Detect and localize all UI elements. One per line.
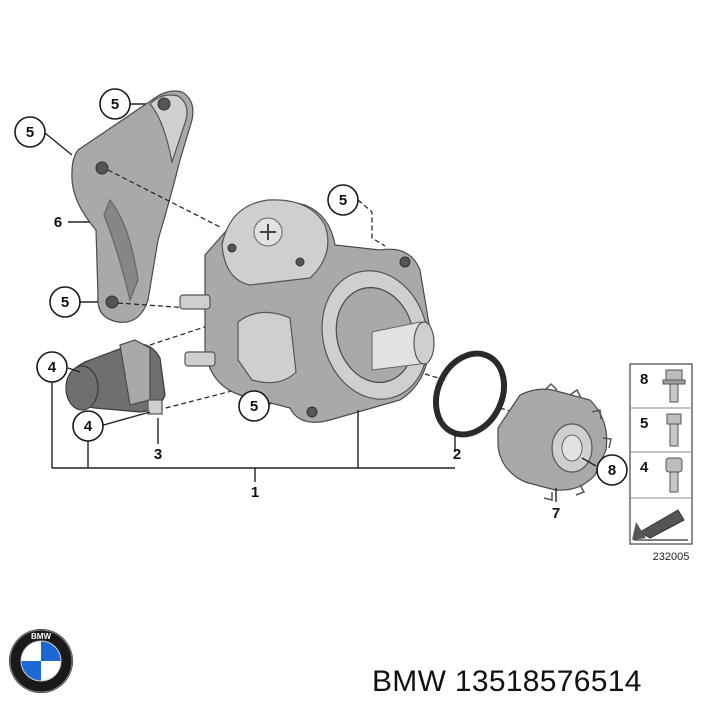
- fastener-legend: 8 5 4: [629, 363, 693, 545]
- leader-line: [44, 132, 73, 156]
- callout-number: 5: [111, 96, 119, 113]
- callout-number: 5: [339, 192, 347, 209]
- direction-arrow-icon: [632, 509, 688, 541]
- label-7: 7: [552, 505, 560, 522]
- callout-5-lower: 5: [49, 286, 81, 318]
- callout-number: 8: [608, 462, 616, 479]
- brand-name: BMW: [372, 665, 447, 698]
- callout-number: 7: [552, 505, 560, 522]
- hex-bolt-icon: [666, 413, 682, 447]
- callout-number: 5: [26, 124, 34, 141]
- callout-number: 5: [61, 294, 69, 311]
- legend-number: 8: [640, 371, 648, 388]
- callout-number: 1: [251, 484, 259, 501]
- alignment-line: [149, 311, 251, 346]
- logo-lettering: BMW: [31, 632, 51, 641]
- callout-number: 6: [54, 214, 62, 231]
- alignment-line: [357, 199, 386, 247]
- callout-8: 8: [596, 454, 628, 486]
- drive-gear: [497, 382, 612, 501]
- logo-quadrants: [20, 640, 62, 682]
- callout-5-pump-bottom: 5: [238, 390, 270, 422]
- callout-number: 4: [48, 359, 57, 376]
- socket-head-screw-icon: [665, 457, 683, 493]
- callout-5-pump-top: 5: [327, 184, 359, 216]
- label-6: 6: [54, 214, 62, 231]
- callout-5-left: 5: [14, 116, 46, 148]
- hex-flange-bolt-icon: [662, 369, 686, 403]
- diagram-reference-code: 232005: [653, 551, 690, 563]
- part-number: 13518576514: [454, 665, 642, 698]
- high-pressure-pump: [179, 199, 435, 423]
- callout-number: 4: [84, 418, 93, 435]
- label-2: 2: [453, 446, 461, 463]
- legend-number: 4: [640, 459, 649, 476]
- leader-line: [67, 367, 81, 373]
- callout-5-top: 5: [99, 88, 131, 120]
- pressure-sensor: [65, 339, 166, 415]
- callout-number: 2: [453, 446, 461, 463]
- o-ring-seal: [432, 350, 508, 438]
- callout-4-lower: 4: [72, 410, 104, 442]
- leader-line: [581, 457, 597, 467]
- callout-4-upper: 4: [36, 351, 68, 383]
- label-1: 1: [251, 484, 259, 501]
- callout-number: 5: [250, 398, 258, 415]
- bmw-roundel-logo: BMW: [9, 629, 73, 693]
- legend-number: 5: [640, 415, 648, 432]
- part-number-caption: BMW 13518576514: [372, 665, 642, 699]
- label-3: 3: [154, 446, 162, 463]
- alignment-line: [107, 169, 223, 229]
- leader-line: [99, 411, 151, 427]
- mounting-bracket: [71, 90, 194, 323]
- callout-number: 3: [154, 446, 162, 463]
